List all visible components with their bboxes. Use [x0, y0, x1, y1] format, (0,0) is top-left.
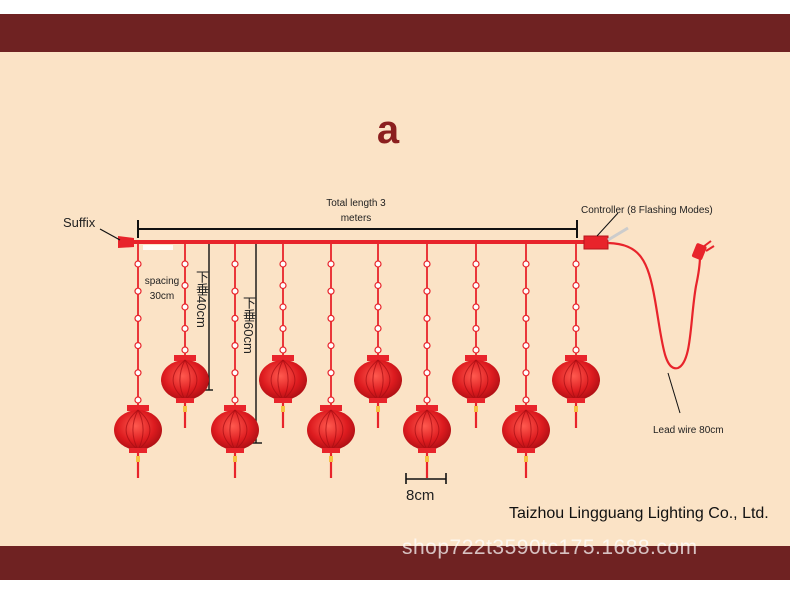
lantern-strand [502, 244, 550, 478]
company-name: Taizhou Lingguang Lighting Co., Ltd. [509, 505, 769, 522]
shop-watermark: shop722t3590tc175.1688.com [402, 536, 698, 559]
controller-label: Controller (8 Flashing Modes) [581, 205, 713, 216]
suffix-connector [99, 228, 134, 248]
drop-60-label: 下垂60cm [241, 296, 256, 354]
lantern-strand [161, 244, 209, 428]
lead-wire-label: Lead wire 80cm [653, 425, 724, 436]
lantern-strand [259, 244, 307, 428]
drop-40-label: 下垂40cm [194, 270, 209, 328]
gap-dimension [405, 473, 447, 484]
diagram-title: a [376, 108, 400, 152]
gap-label: 8cm [406, 487, 435, 504]
lantern-strand [552, 244, 600, 428]
lead-wire [607, 240, 715, 414]
lantern-strand [403, 244, 451, 478]
bottom-band [0, 546, 790, 580]
lantern-strands [114, 244, 600, 478]
lantern-strand [307, 244, 355, 478]
total-length-label: Total length 3 meters [326, 198, 386, 224]
wire-clip [143, 245, 173, 250]
lantern-strand [452, 244, 500, 428]
spacing-label: spacing 30cm [144, 276, 180, 302]
total-length-dimension [137, 220, 578, 238]
top-band [0, 14, 790, 52]
controller-box [583, 212, 629, 250]
lantern-strand [211, 244, 259, 478]
lantern-strand [114, 244, 162, 478]
diagram-panel [0, 52, 790, 546]
lantern-strand [354, 244, 402, 428]
suffix-label: Suffix [63, 215, 96, 230]
